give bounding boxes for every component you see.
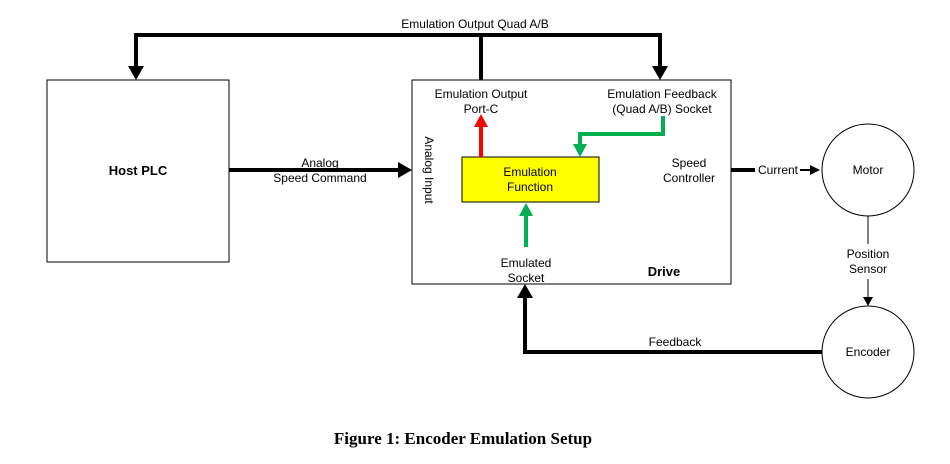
emulation-output-label: Emulation Output [435, 87, 528, 101]
feedback-label: Feedback [649, 335, 703, 349]
host-plc-label: Host PLC [109, 163, 168, 178]
feedback-socket-label: (Quad A/B) Socket [612, 102, 712, 116]
controller-label: Controller [663, 171, 715, 185]
emulation-function-label-1: Emulation [503, 165, 556, 179]
arrow-to-feedback-socket [652, 66, 668, 80]
current-connector [731, 165, 820, 175]
socket-label: Socket [508, 271, 545, 285]
analog-label: Analog [301, 156, 338, 170]
host-plc-box [46, 79, 230, 263]
green-emulated-arrow [519, 203, 533, 247]
current-label: Current [758, 163, 799, 177]
position-label: Position [847, 247, 890, 261]
encoder-label: Encoder [846, 345, 891, 359]
top-bus-connector [128, 33, 668, 80]
analog-speed-command-connector [229, 162, 412, 178]
top-bus-label: Emulation Output Quad A/B [401, 17, 548, 31]
drive-label: Drive [648, 264, 681, 279]
port-c-label: Port-C [464, 102, 499, 116]
speed-command-label: Speed Command [273, 171, 366, 185]
speed-label: Speed [672, 156, 707, 170]
red-output-arrow [474, 114, 488, 157]
analog-input-label: Analog Input [422, 136, 436, 204]
emulation-function-box [461, 156, 600, 203]
sensor-label: Sensor [849, 262, 887, 276]
feedback-connector [517, 284, 822, 354]
arrow-to-host-plc [128, 66, 144, 80]
position-sensor-connector [863, 216, 873, 306]
emulation-feedback-label: Emulation Feedback [607, 87, 717, 101]
emulation-function-label-2: Function [507, 180, 553, 194]
motor-label: Motor [853, 163, 884, 177]
green-feedback-arrow [573, 116, 665, 157]
emulated-label: Emulated [501, 256, 552, 270]
figure-caption: Figure 1: Encoder Emulation Setup [334, 429, 592, 448]
